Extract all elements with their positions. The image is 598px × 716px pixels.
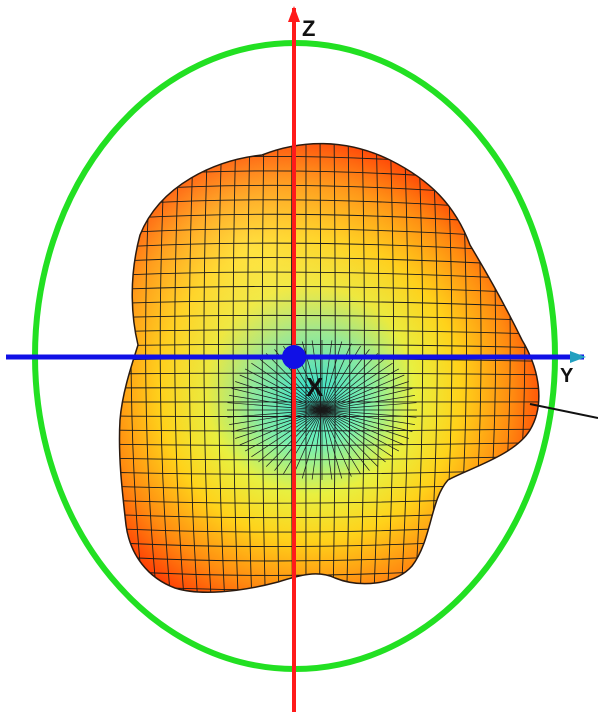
origin-marker — [282, 345, 306, 369]
mesh-radial-line — [321, 340, 333, 411]
mesh-longitude-line — [318, 143, 322, 593]
mesh-longitude-line — [332, 143, 336, 593]
mesh-radial-line — [235, 409, 323, 439]
mesh-radial-line — [321, 409, 415, 425]
mesh-latitude-line — [119, 314, 539, 322]
mesh-radial-line — [321, 374, 405, 411]
mesh-radial-line — [321, 409, 370, 471]
mesh-latitude-line — [119, 286, 539, 295]
mesh-latitude-line — [119, 387, 539, 389]
mesh-longitude-line — [174, 143, 186, 593]
mesh-radial-line — [321, 409, 333, 480]
mesh-radial-line — [274, 409, 323, 471]
mesh-latitude-line — [119, 372, 539, 376]
mesh-radial-line — [239, 374, 323, 411]
mesh-longitude-line — [159, 143, 173, 593]
mesh-latitude-line — [119, 329, 539, 336]
mesh-radial-line — [321, 409, 409, 439]
mesh-radial-line — [321, 357, 386, 411]
mesh-longitude-line — [359, 143, 365, 593]
x-axis-label: X — [306, 372, 324, 402]
mesh-latitude-line — [119, 300, 539, 309]
mesh-longitude-line — [399, 143, 409, 593]
mesh-radial-line — [321, 368, 400, 411]
mesh-radial-line — [251, 362, 323, 411]
mesh-radial-line — [321, 409, 393, 458]
x-axis-line — [529, 403, 598, 419]
mesh-latitude-line — [119, 589, 539, 593]
mesh-longitude-line — [413, 143, 424, 593]
mesh-radial-line — [251, 409, 323, 458]
mesh-radial-line — [229, 395, 323, 411]
mesh-radial-line — [283, 409, 323, 475]
mesh-radial-line — [321, 341, 343, 411]
mesh-radial-line — [321, 409, 400, 452]
mesh-longitude-line — [276, 143, 280, 593]
mesh-longitude-line — [102, 130, 118, 610]
y-axis-arrow — [570, 351, 586, 363]
mesh-radial-line — [321, 409, 405, 446]
mesh-radial-line — [229, 409, 323, 425]
mesh-radial-line — [321, 381, 409, 411]
y-axis-label: Y — [560, 365, 574, 387]
mesh-radial-line — [321, 395, 415, 411]
mesh-latitude-line — [119, 414, 539, 417]
mesh-radial-line — [235, 381, 323, 411]
mesh-longitude-line — [203, 143, 213, 593]
mesh-radial-line — [321, 402, 417, 411]
mesh-radial-line — [227, 409, 323, 418]
mesh-radial-line — [321, 409, 386, 463]
mesh-radial-line — [321, 353, 379, 411]
mesh-radial-line — [258, 409, 323, 463]
mesh-latitude-line — [119, 343, 539, 349]
mesh-radial-line — [311, 340, 323, 411]
mesh-radial-line — [321, 409, 379, 467]
mesh-radial-line — [258, 357, 323, 411]
mesh-longitude-line — [372, 143, 380, 593]
mesh-longitude-line — [232, 143, 240, 593]
mesh-radial-line — [301, 341, 323, 411]
mesh-radial-line — [239, 409, 323, 446]
mesh-latitude-line — [119, 441, 539, 446]
mesh-radial-line — [321, 409, 352, 477]
mesh-longitude-line — [247, 143, 253, 593]
mesh-longitude-line — [188, 143, 199, 593]
mesh-radial-line — [231, 388, 323, 411]
mesh-radial-line — [244, 409, 323, 452]
z-axis-label: Z — [302, 16, 315, 41]
mesh-radial-line — [227, 402, 323, 411]
mesh-latitude-line — [119, 455, 539, 461]
mesh-radial-line — [301, 409, 323, 479]
mesh-latitude-line — [119, 428, 539, 432]
mesh-longitude-line — [218, 143, 226, 593]
mesh-radial-line — [321, 409, 361, 475]
mesh-radial-line — [231, 409, 323, 432]
mesh-longitude-line — [533, 143, 539, 593]
mesh-radial-line — [311, 409, 323, 480]
mesh-radial-line — [321, 388, 413, 411]
mesh-longitude-line — [386, 143, 394, 593]
z-axis-arrow — [288, 6, 300, 22]
radiation-surface — [102, 130, 540, 610]
mesh-radial-line — [292, 409, 323, 477]
mesh-radial-line — [321, 409, 417, 418]
mesh-radial-line — [321, 409, 413, 432]
mesh-radial-line — [321, 362, 393, 411]
mesh-radial-line — [321, 409, 343, 479]
mesh-radial-line — [244, 368, 323, 411]
mesh-longitude-line — [345, 143, 351, 593]
